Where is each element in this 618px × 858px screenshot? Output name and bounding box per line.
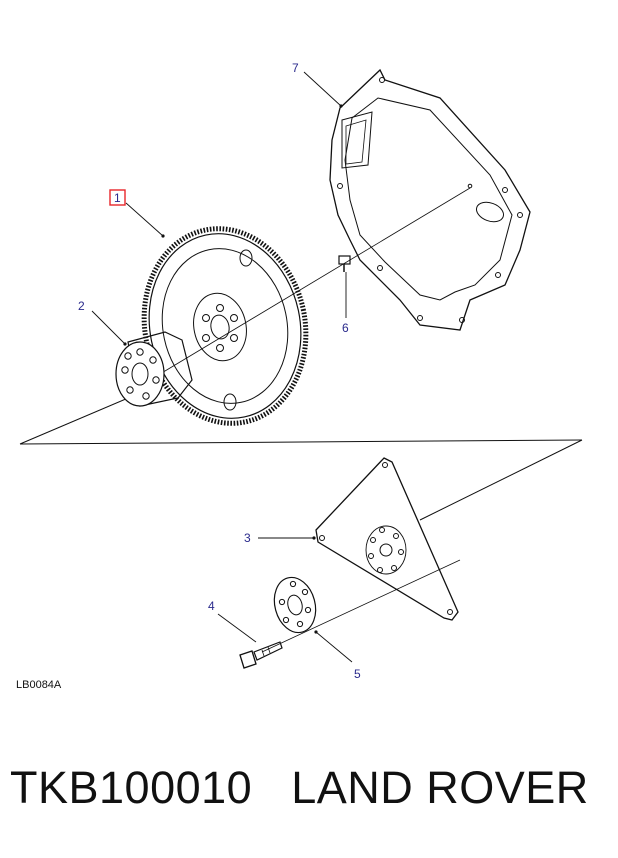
part-number: TKB100010 [10,762,253,813]
flex-plate-part [315,457,459,621]
callout-1: 1 [114,191,121,205]
flywheel-part [141,226,309,426]
callout-labels: 1 2 3 4 5 6 7 [78,61,361,681]
drawing-id: LB0084A [16,679,62,691]
callout-4: 4 [208,599,215,613]
reinforcement-ring-part [273,576,317,634]
adaptor-plate-part [329,68,531,331]
callout-7: 7 [292,61,299,75]
brand-name: LAND ROVER [291,762,589,813]
leader-lines [91,71,353,663]
callout-2: 2 [78,299,85,313]
section-plane-lines [19,187,583,653]
callout-5: 5 [354,667,361,681]
caption: TKB100010 LAND ROVER [10,762,610,814]
callout-3: 3 [244,531,251,545]
caption-gap [252,762,291,813]
bolt-part [239,641,283,669]
callout-1-highlight-box [109,189,126,206]
plate-bolt-part [338,255,351,272]
callout-6: 6 [342,321,349,335]
spacer-hub-part [115,331,193,407]
